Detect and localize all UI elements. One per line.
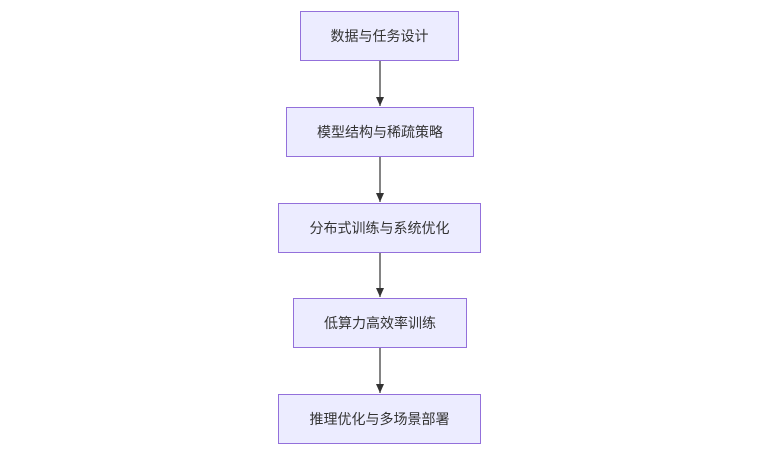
node-model-structure-sparsity: 模型结构与稀疏策略 [286,107,474,157]
node-distributed-training-optimization: 分布式训练与系统优化 [278,203,481,253]
node-label: 推理优化与多场景部署 [309,412,450,428]
node-label: 分布式训练与系统优化 [309,221,450,237]
node-label: 低算力高效率训练 [324,316,436,332]
node-label: 模型结构与稀疏策略 [317,125,443,141]
node-label: 数据与任务设计 [330,29,429,45]
node-data-task-design: 数据与任务设计 [300,11,459,61]
node-inference-deployment: 推理优化与多场景部署 [278,394,481,444]
node-low-compute-training: 低算力高效率训练 [293,298,467,348]
